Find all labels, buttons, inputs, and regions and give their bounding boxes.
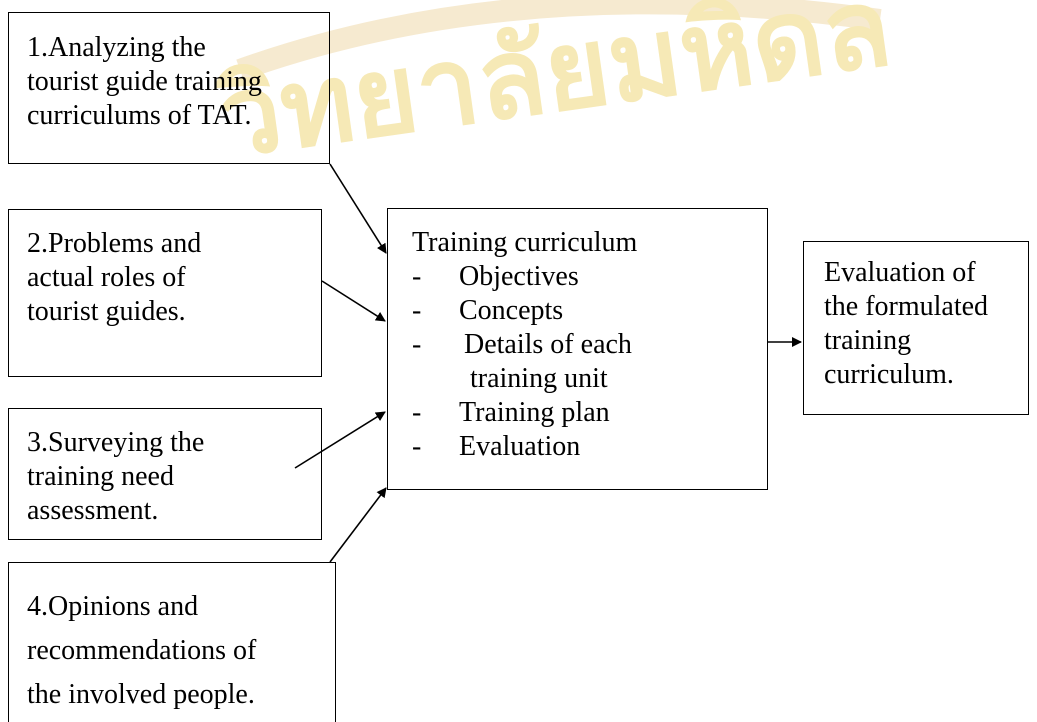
- box-evaluation: Evaluation of the formulated training cu…: [803, 241, 1029, 415]
- arrow-analyzing-to-curriculum: [329, 163, 387, 254]
- box-line: training: [824, 325, 912, 356]
- curriculum-item: - Evaluation: [412, 431, 581, 462]
- box-line: 2.Problems and: [27, 228, 202, 259]
- box-line: 1.Analyzing the: [27, 32, 206, 63]
- box-line: curriculums of TAT.: [27, 100, 252, 131]
- curriculum-item-text: Evaluation: [459, 431, 581, 462]
- box-training-curriculum: Training curriculum - Objectives - Conce…: [387, 208, 768, 490]
- curriculum-item-continuation: training unit: [412, 362, 767, 396]
- curriculum-item: - Training plan: [412, 397, 610, 428]
- curriculum-item-text: Details of each: [464, 329, 632, 360]
- curriculum-item-text: Objectives: [459, 261, 579, 292]
- box-analyzing-curriculums: 1.Analyzing the tourist guide training c…: [8, 12, 330, 164]
- box-line: Evaluation of: [824, 257, 976, 288]
- curriculum-item: - Concepts: [412, 295, 564, 326]
- box-problems-roles: 2.Problems and actual roles of tourist g…: [8, 209, 322, 377]
- box-surveying-needs: 3.Surveying the training need assessment…: [8, 408, 322, 540]
- arrow-surveying-to-curriculum: [294, 411, 386, 469]
- curriculum-item-text: training unit: [470, 363, 608, 394]
- box-line: tourist guides.: [27, 296, 186, 327]
- box-line: assessment.: [27, 495, 159, 526]
- box-line: training need: [27, 461, 174, 492]
- box-line: the formulated: [824, 291, 989, 322]
- curriculum-item-text: Concepts: [459, 295, 564, 326]
- arrow-problems-to-curriculum: [321, 280, 386, 322]
- arrow-opinions-to-curriculum: [329, 487, 387, 563]
- curriculum-item: - Objectives: [412, 261, 579, 292]
- box-line: 3.Surveying the: [27, 427, 205, 458]
- box-line: 4.Opinions and: [27, 591, 199, 622]
- box-line: recommendations of: [27, 635, 257, 666]
- box-line: actual roles of: [27, 262, 186, 293]
- curriculum-item-text: Training plan: [459, 397, 610, 428]
- box-line: the involved people.: [27, 679, 255, 710]
- curriculum-item: - Details of each: [412, 329, 632, 360]
- box-line: tourist guide training: [27, 66, 262, 97]
- box-line: curriculum.: [824, 359, 954, 390]
- curriculum-title: Training curriculum: [412, 227, 638, 258]
- box-opinions-recommendations: 4.Opinions and recommendations of the in…: [8, 562, 336, 722]
